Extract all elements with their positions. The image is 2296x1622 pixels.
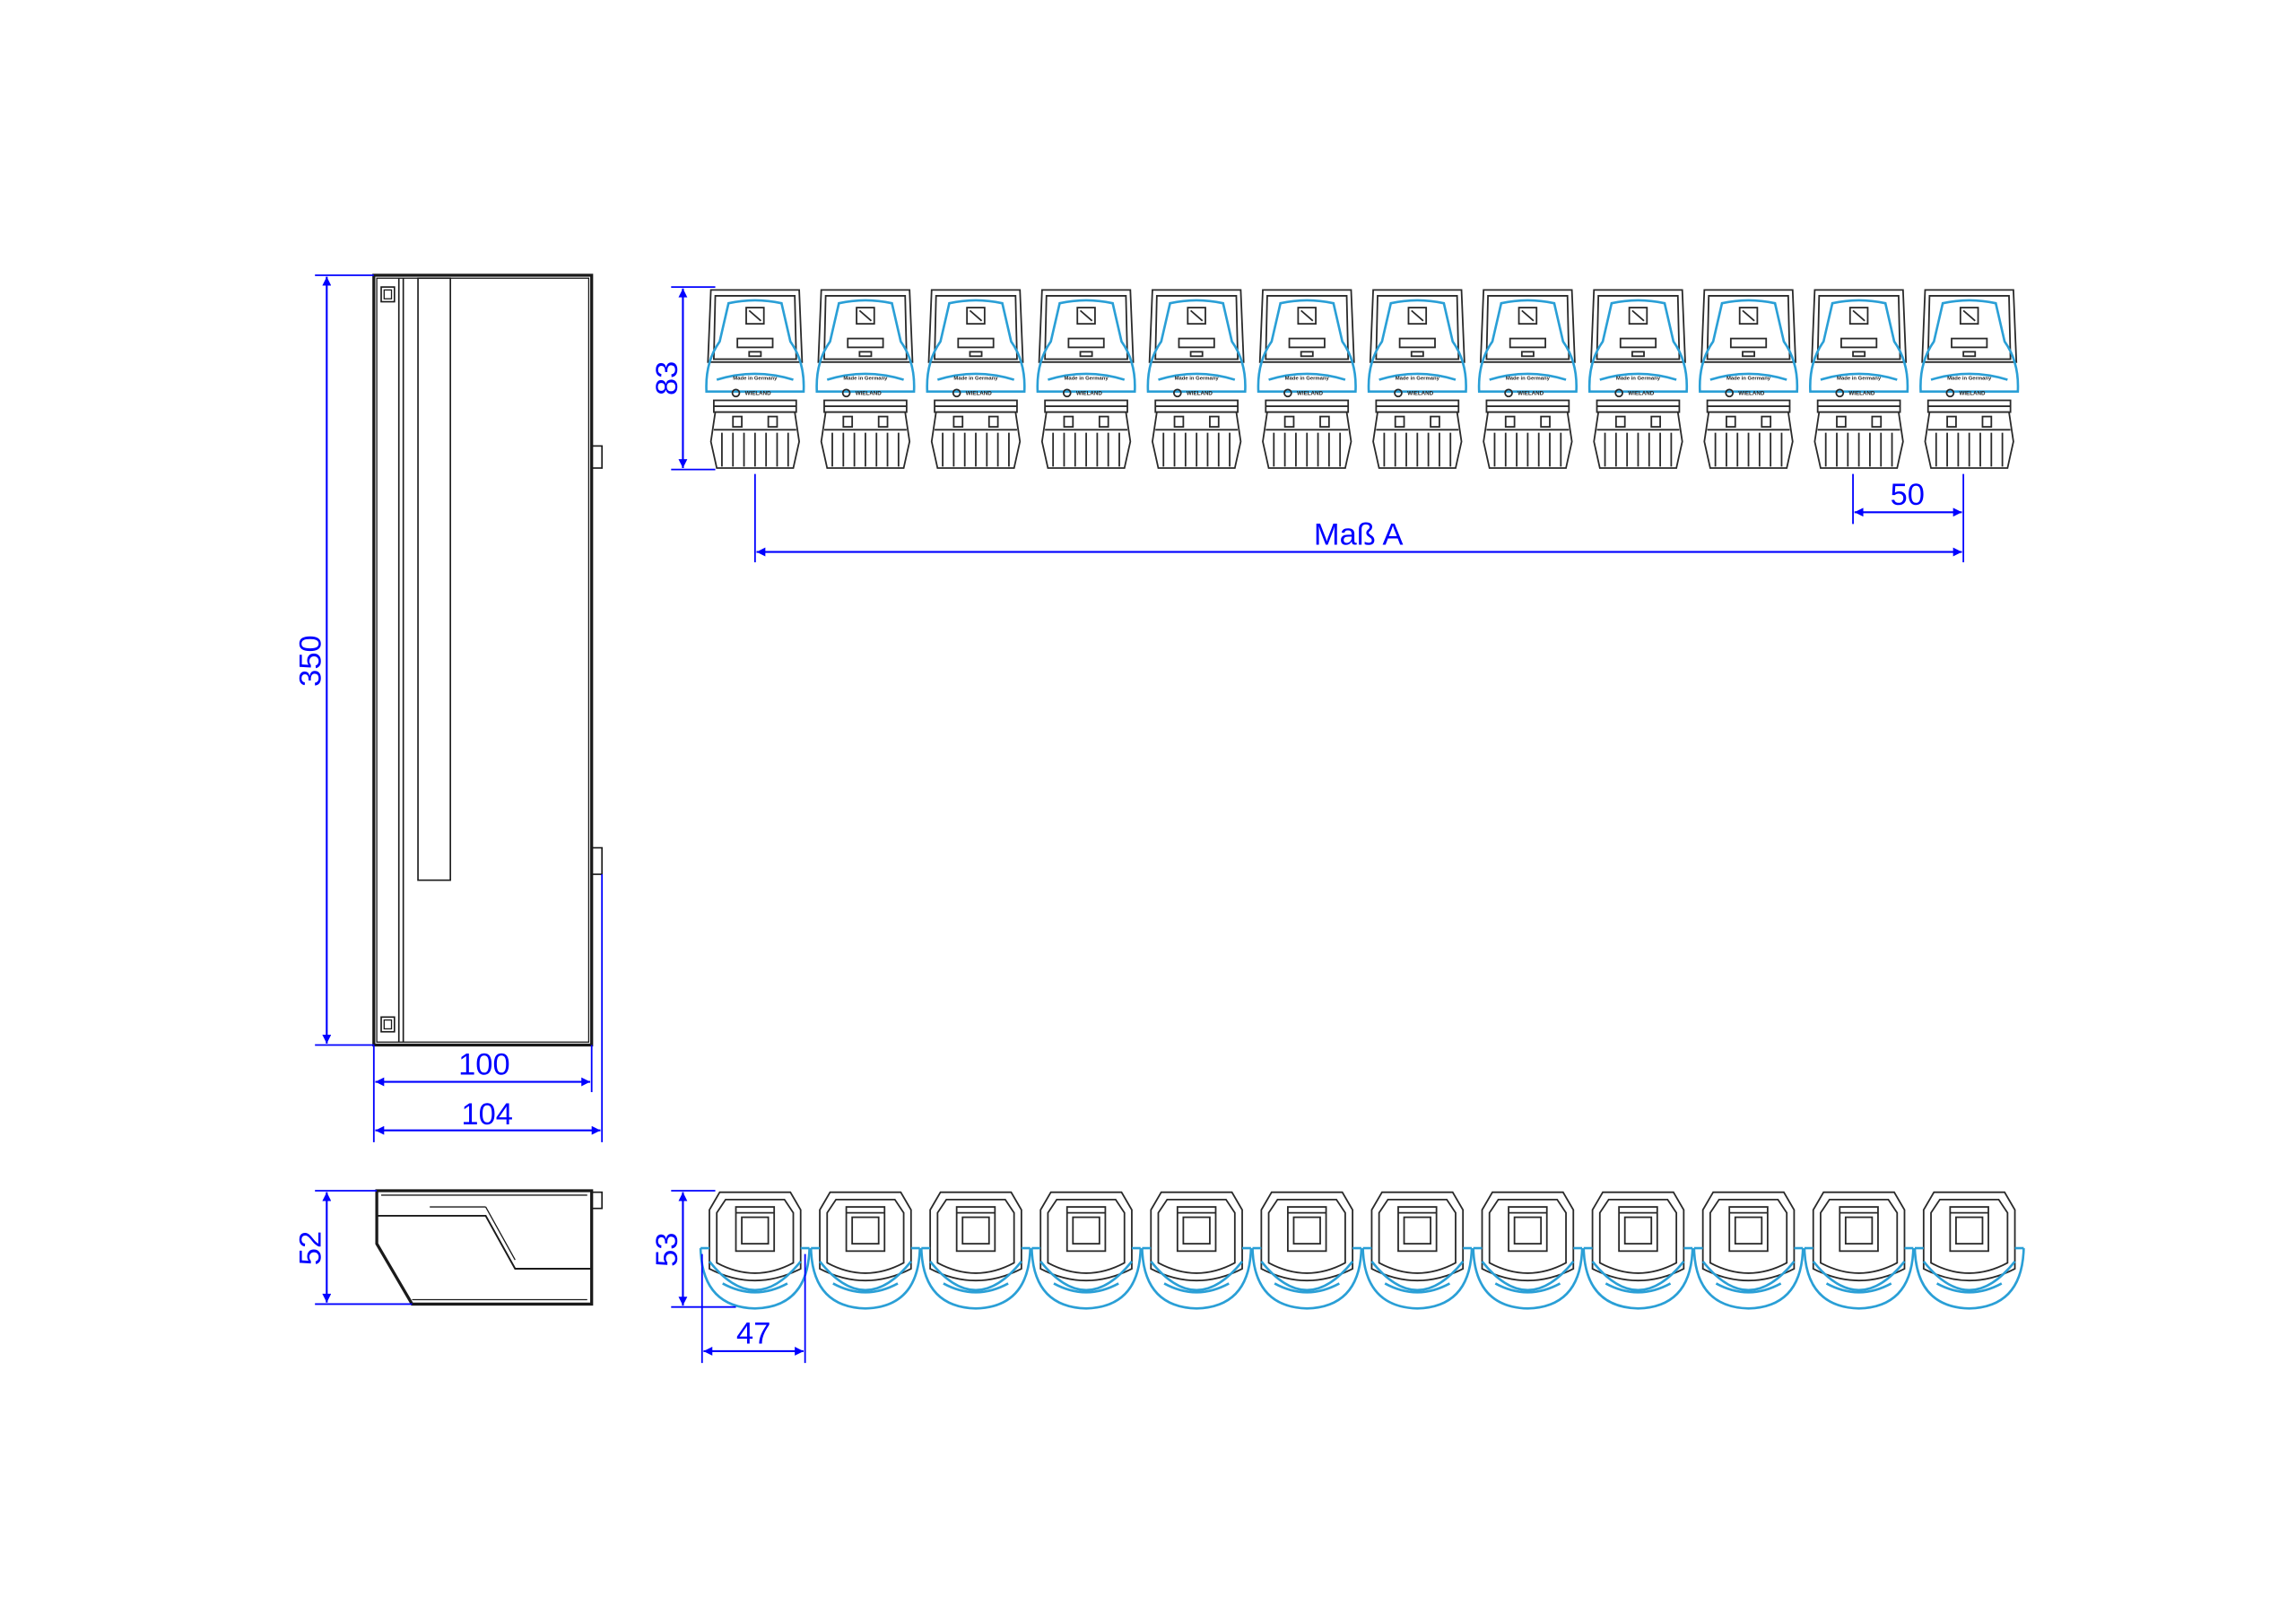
connector-made-in-text: Made in Germany: [1506, 377, 1551, 382]
connector-made-in-text: Made in Germany: [1175, 377, 1220, 382]
dimension-side-height: 52: [294, 1190, 413, 1305]
connector-made-in-text: Made in Germany: [1947, 377, 1992, 382]
connector-bottom: [699, 1191, 811, 1310]
connector-brand-text: WIELAND: [745, 391, 772, 397]
connector-bottom: [1692, 1191, 1805, 1310]
connector-made-in-text: Made in Germany: [1616, 377, 1661, 382]
connector-brand-text: WIELAND: [1297, 391, 1324, 397]
connector-made-in-text: Made in Germany: [1837, 377, 1882, 382]
dimension-bottom-connector-height: 53: [650, 1190, 736, 1308]
connector-brand-text: WIELAND: [1076, 391, 1103, 397]
connector-row-bottom: [699, 1191, 2025, 1310]
dimension-front-height: 350: [294, 274, 374, 1046]
connector-made-in-text: Made in Germany: [1065, 377, 1109, 382]
side-height-label: 52: [294, 1231, 328, 1265]
connector-bottom: [1141, 1191, 1253, 1310]
housing-side-view: [375, 1189, 603, 1306]
connector-made-in-text: Made in Germany: [843, 377, 888, 382]
dimension-connector-height: 83: [650, 286, 716, 471]
connector-brand-text: WIELAND: [856, 391, 883, 397]
connector-brand-text: WIELAND: [1959, 391, 1986, 397]
dimension-front-width-outer: 104: [375, 874, 604, 1142]
front-width-inner-label: 100: [458, 1047, 509, 1081]
connector-bottom: [919, 1191, 1032, 1310]
overall-width-label: Maß A: [1314, 517, 1404, 551]
connector-bottom: [1251, 1191, 1363, 1310]
connector-made-in-text: Made in Germany: [1396, 377, 1440, 382]
connector-bottom: [1472, 1191, 1584, 1310]
dimension-bottom-connector-width: 47: [700, 1253, 806, 1364]
connector-bottom: [1582, 1191, 1694, 1310]
dimension-overall-width: Maß A: [753, 473, 1962, 563]
connector-bottom: [1913, 1191, 2025, 1310]
front-width-outer-label: 104: [461, 1097, 512, 1132]
connector-made-in-text: Made in Germany: [1285, 377, 1330, 382]
connector-height-label: 83: [650, 361, 684, 395]
connector-bottom: [1031, 1191, 1143, 1310]
connector-brand-text: WIELAND: [1187, 391, 1213, 397]
dimension-connector-pitch: 50: [1852, 473, 1965, 563]
connector-made-in-text: Made in Germany: [733, 377, 778, 382]
connector-bottom: [809, 1191, 921, 1310]
bottom-connector-height-label: 53: [650, 1233, 684, 1267]
connector-bottom: [1361, 1191, 1474, 1310]
connector-brand-text: WIELAND: [1848, 391, 1875, 397]
bottom-connector-width-label: 47: [736, 1317, 770, 1351]
connector-brand-text: WIELAND: [1628, 391, 1655, 397]
connector-brand-text: WIELAND: [966, 391, 993, 397]
front-height-label: 350: [294, 635, 328, 686]
connector-brand-text: WIELAND: [1407, 391, 1434, 397]
connector-bottom: [1803, 1191, 1915, 1310]
housing-front-view: [372, 273, 603, 1047]
connector-pitch-label: 50: [1891, 478, 1925, 512]
dimension-front-width-inner: 100: [372, 1045, 593, 1142]
connector-brand-text: WIELAND: [1518, 391, 1544, 397]
connector-made-in-text: Made in Germany: [1726, 377, 1771, 382]
connector-made-in-text: Made in Germany: [953, 377, 998, 382]
connector-brand-text: WIELAND: [1738, 391, 1765, 397]
